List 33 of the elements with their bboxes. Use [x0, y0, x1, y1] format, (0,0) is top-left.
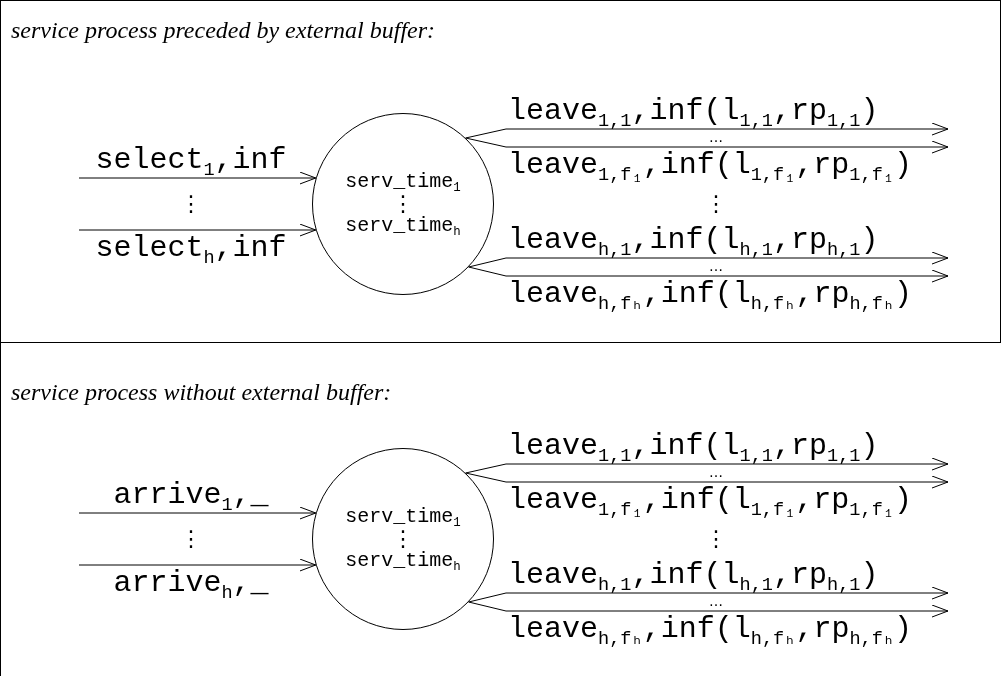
- ellipsis-dots: ⋮: [180, 193, 202, 215]
- ellipsis-dots: ⋮: [705, 528, 727, 550]
- panel-title: service process preceded by external buffer:: [11, 17, 436, 44]
- arrow: [78, 558, 317, 572]
- edge-label: arrive$_{h}$,_: [113, 568, 269, 598]
- edge-label: select$_{1}$,inf: [95, 145, 287, 175]
- panel-title: service process without external buffer:: [11, 379, 392, 406]
- service-time-label: serv_time$_{1}$: [345, 171, 461, 193]
- ellipsis-dots: ⋮: [392, 528, 414, 550]
- ellipsis-dots: …: [709, 130, 723, 144]
- arrow: [78, 223, 317, 237]
- ellipsis-dots: ⋮: [392, 193, 414, 215]
- ellipsis-dots: ⋮: [705, 193, 727, 215]
- ellipsis-dots: …: [709, 594, 723, 608]
- ellipsis-dots: …: [709, 259, 723, 273]
- edge-label: select$_{h}$,inf: [95, 233, 287, 263]
- arrow: [465, 137, 949, 154]
- service-time-label: serv_time$_{1}$: [345, 506, 461, 528]
- service-time-label: serv_time$_{h}$: [345, 550, 461, 572]
- arrow: [78, 506, 317, 520]
- arrow: [465, 472, 949, 489]
- arrow: [78, 171, 317, 185]
- arrow: [465, 122, 949, 139]
- arrow: [465, 457, 949, 474]
- service-time-label: serv_time$_{h}$: [345, 215, 461, 237]
- edge-label: arrive$_{1}$,_: [113, 480, 269, 510]
- arrow: [468, 601, 949, 618]
- arrow: [468, 586, 949, 603]
- ellipsis-dots: …: [709, 465, 723, 479]
- panel: [0, 0, 1001, 343]
- arrow: [468, 251, 949, 268]
- arrow: [468, 266, 949, 283]
- ellipsis-dots: ⋮: [180, 528, 202, 550]
